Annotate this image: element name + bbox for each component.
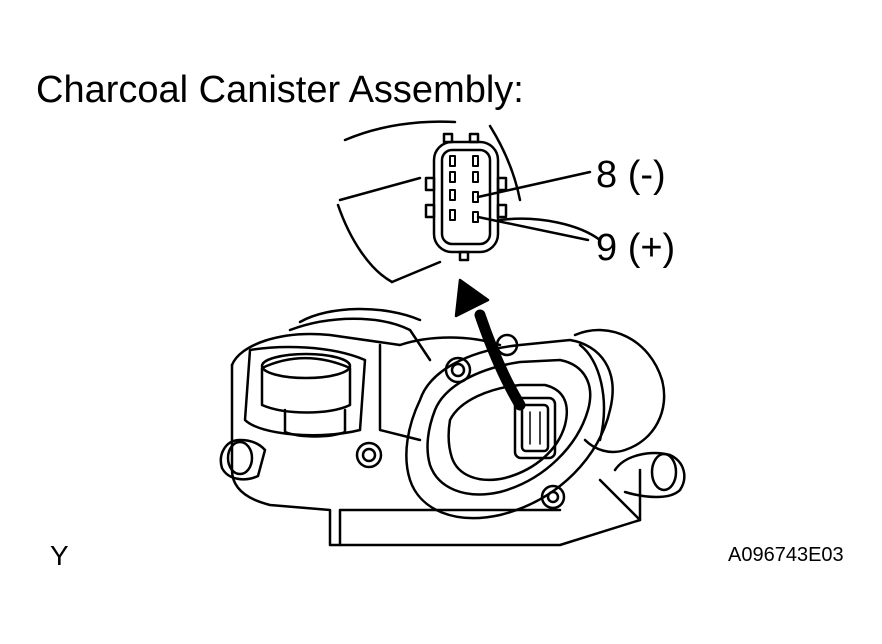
pin-8-leader-line [476, 170, 592, 199]
figure-code: A096743E03 [728, 544, 844, 566]
pointer-arrow [454, 278, 526, 411]
corner-mark: Y [50, 540, 69, 571]
vent-valve-housing [405, 328, 686, 522]
connector-face [424, 132, 508, 262]
pin-9-label: 9 (+) [596, 227, 676, 269]
pin-9-leader-line [476, 215, 590, 242]
pin-leader-lines [476, 170, 592, 242]
pin-8-label: 8 (-) [596, 154, 666, 196]
canister-body [219, 307, 642, 547]
connector-terminals [449, 155, 479, 223]
diagram-title: Charcoal Canister Assembly: [36, 69, 524, 111]
connector-background-panel [336, 120, 602, 284]
